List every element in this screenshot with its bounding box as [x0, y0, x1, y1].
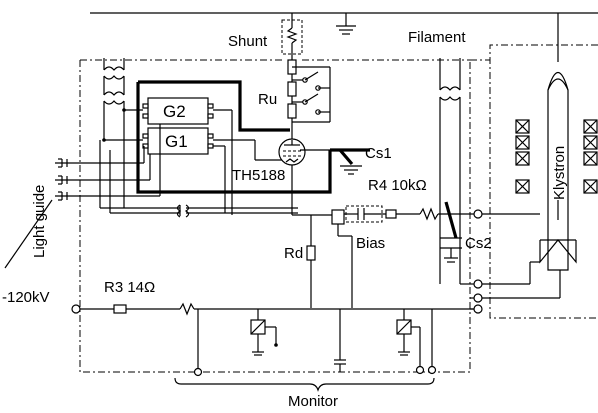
- rd-label: Rd: [284, 245, 303, 262]
- monitor-bracket: [174, 377, 435, 392]
- magnet-coils: [515, 119, 598, 194]
- grid-wiring: [55, 101, 283, 215]
- cs1-label: Cs1: [365, 145, 392, 162]
- main-hv-bus: [71, 302, 474, 377]
- monitor-divider-cap: [334, 309, 346, 372]
- left-transformers: [103, 58, 125, 105]
- klystron-label: Klystron: [551, 146, 568, 200]
- voltage-label: -120kV: [2, 289, 50, 306]
- r4-label: R4 10kΩ: [368, 177, 427, 194]
- g2-supply: [142, 97, 214, 125]
- filament-label: Filament: [408, 29, 466, 46]
- filament-feed: [439, 58, 474, 285]
- cs2-label: Cs2: [465, 235, 492, 252]
- ru-label: Ru: [258, 91, 277, 108]
- monitor-sensor-2: [396, 309, 437, 375]
- g1-label: G1: [165, 132, 188, 151]
- rd-resistor: [306, 215, 316, 308]
- top-ground-bus: [90, 12, 598, 35]
- r4-resistor: [419, 207, 474, 221]
- th5188-tube: [278, 138, 306, 215]
- ru-resistor-chain: [287, 59, 331, 140]
- monitor-label: Monitor: [288, 393, 338, 410]
- shunt-resistor: [281, 13, 303, 60]
- light-guide-label: Light guide: [31, 185, 48, 258]
- light-guide-connectors: [4, 158, 68, 269]
- filament-transformer: [176, 204, 340, 218]
- bias-label: Bias: [356, 235, 385, 252]
- cs1-capacitor: [300, 148, 362, 175]
- cs2-capacitor: [440, 201, 462, 263]
- deck-enclosure: [79, 59, 490, 373]
- r3-label: R3 14Ω: [104, 279, 155, 296]
- th5188-label: TH5188: [232, 167, 285, 184]
- output-terminals: [470, 209, 560, 314]
- monitor-sensor-1: [250, 309, 278, 356]
- bias-supply: [331, 205, 420, 308]
- klystron-tube: [529, 13, 577, 298]
- klystron-enclosure: [489, 44, 598, 319]
- g1-supply: [142, 127, 214, 155]
- shunt-label: Shunt: [228, 33, 268, 50]
- g2-label: G2: [163, 102, 186, 121]
